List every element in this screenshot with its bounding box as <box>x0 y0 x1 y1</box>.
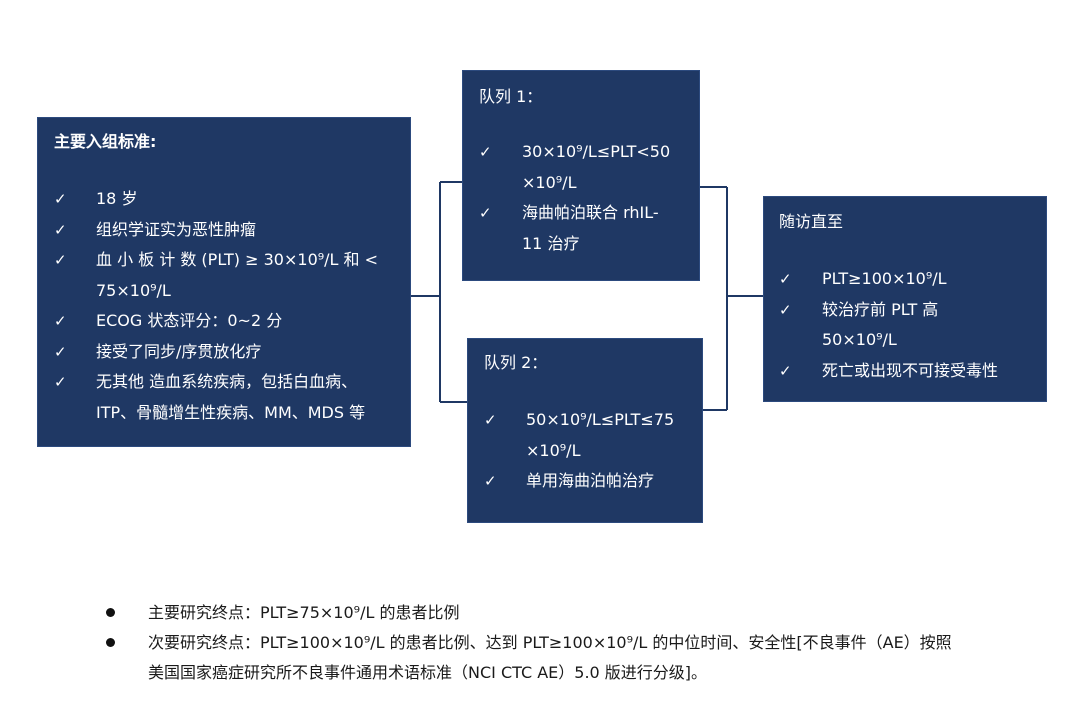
cohort1-box: 队列 1： ✓30×10⁹/L≤PLT<50 ×10⁹/L ✓海曲帕泊联合 rh… <box>463 71 699 280</box>
list-item: ✓ECOG 状态评分：0~2 分 <box>54 306 404 337</box>
check-icon: ✓ <box>54 251 67 269</box>
list-item: ✓组织学证实为恶性肿瘤 <box>54 215 404 246</box>
check-icon: ✓ <box>479 204 492 222</box>
list-item: ✓较治疗前 PLT 高 50×10⁹/L <box>779 295 1041 356</box>
list-item: ✓海曲帕泊联合 rhIL- 11 治疗 <box>479 198 693 259</box>
check-icon: ✓ <box>779 270 792 288</box>
check-icon: ✓ <box>54 190 67 208</box>
list-item: ✓血 小 板 计 数 (PLT) ≥ 30×10⁹/L 和 < 75×10⁹/L <box>54 245 404 306</box>
inclusion-criteria-list: ✓18 岁 ✓组织学证实为恶性肿瘤 ✓血 小 板 计 数 (PLT) ≥ 30×… <box>54 184 404 428</box>
secondary-endpoint: 次要研究终点：PLT≥100×10⁹/L 的患者比例、达到 PLT≥100×10… <box>100 628 958 688</box>
check-icon: ✓ <box>54 312 67 330</box>
list-item: ✓接受了同步/序贯放化疗 <box>54 337 404 368</box>
list-item: ✓死亡或出现不可接受毒性 <box>779 356 1041 387</box>
check-icon: ✓ <box>484 472 497 490</box>
cohort1-list: ✓30×10⁹/L≤PLT<50 ×10⁹/L ✓海曲帕泊联合 rhIL- 11… <box>479 137 693 259</box>
inclusion-criteria-box: 主要入组标准: ✓18 岁 ✓组织学证实为恶性肿瘤 ✓血 小 板 计 数 (PL… <box>38 118 410 446</box>
list-item: ✓18 岁 <box>54 184 404 215</box>
cohort1-title: 队列 1： <box>479 87 543 106</box>
check-icon: ✓ <box>479 143 492 161</box>
check-icon: ✓ <box>54 373 67 391</box>
cohort2-list: ✓50×10⁹/L≤PLT≤75 ×10⁹/L ✓单用海曲泊帕治疗 <box>484 405 698 497</box>
study-endpoints-list: 主要研究终点：PLT≥75×10⁹/L 的患者比例 次要研究终点：PLT≥100… <box>100 598 980 688</box>
inclusion-criteria-title: 主要入组标准: <box>54 132 157 151</box>
list-item: ✓30×10⁹/L≤PLT<50 ×10⁹/L <box>479 137 693 198</box>
list-item: ✓单用海曲泊帕治疗 <box>484 466 698 497</box>
cohort2-box: 队列 2： ✓50×10⁹/L≤PLT≤75 ×10⁹/L ✓单用海曲泊帕治疗 <box>468 339 702 522</box>
check-icon: ✓ <box>484 411 497 429</box>
check-icon: ✓ <box>54 342 67 361</box>
followup-title: 随访直至 <box>779 212 844 231</box>
followup-box: 随访直至 ✓PLT≥100×10⁹/L ✓较治疗前 PLT 高 50×10⁹/L… <box>764 197 1046 401</box>
cohort2-title: 队列 2： <box>484 353 548 372</box>
check-icon: ✓ <box>54 220 67 239</box>
bullet-icon <box>106 638 115 647</box>
check-icon: ✓ <box>779 361 792 380</box>
list-item: ✓PLT≥100×10⁹/L <box>779 264 1041 295</box>
list-item: ✓50×10⁹/L≤PLT≤75 ×10⁹/L <box>484 405 698 466</box>
bullet-icon <box>106 608 115 617</box>
primary-endpoint: 主要研究终点：PLT≥75×10⁹/L 的患者比例 <box>100 598 980 628</box>
check-icon: ✓ <box>779 300 792 319</box>
list-item: ✓无其他 造血系统疾病，包括白血病、 ITP、骨髓增生性疾病、MM、MDS 等 <box>54 367 404 428</box>
followup-list: ✓PLT≥100×10⁹/L ✓较治疗前 PLT 高 50×10⁹/L ✓死亡或… <box>779 264 1041 386</box>
